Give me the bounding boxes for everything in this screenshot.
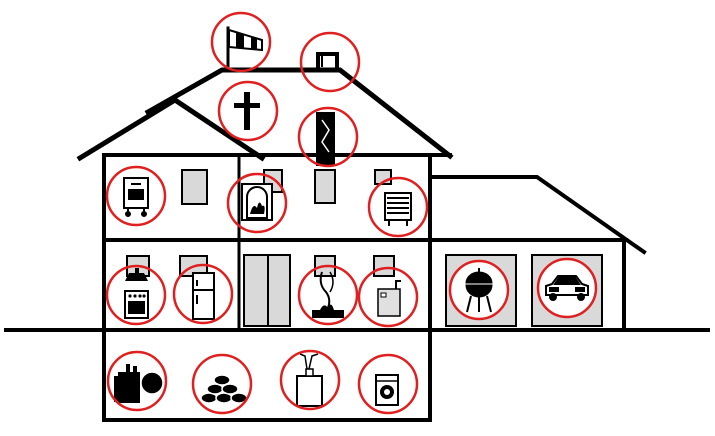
marker-circle — [105, 165, 167, 227]
hotspot-washing-machine[interactable] — [357, 353, 419, 415]
hotspot-firewood[interactable] — [191, 353, 253, 415]
marker-circle — [357, 353, 419, 415]
window — [181, 169, 208, 205]
wall-boiler-icon — [123, 177, 149, 217]
hotspot-furnace[interactable] — [279, 349, 341, 411]
marker-circle — [217, 80, 279, 142]
window — [373, 255, 395, 277]
fireplace-icon — [241, 183, 273, 221]
marker-circle — [279, 349, 341, 411]
hotspot-chimney-top[interactable] — [299, 31, 361, 93]
marker-circle — [210, 11, 272, 73]
marker-circle — [105, 264, 167, 326]
car-icon — [545, 275, 589, 301]
marker-circle — [106, 350, 168, 412]
hotspot-wall-boiler[interactable] — [105, 165, 167, 227]
marker-circle — [226, 172, 288, 234]
firewood-icon — [200, 374, 248, 404]
hotspot-radiator[interactable] — [367, 176, 429, 238]
patio-door-right — [267, 254, 291, 327]
hotspot-fireplace[interactable] — [226, 172, 288, 234]
wood-stove-flue-icon — [312, 271, 344, 318]
hotspot-windsock[interactable] — [210, 11, 272, 73]
marker-circle — [297, 264, 359, 326]
stove-hood-icon — [124, 268, 149, 319]
refrigerator-icon — [192, 272, 215, 320]
chimney — [316, 52, 339, 72]
marker-circle — [299, 31, 361, 93]
hotspot-cross[interactable] — [217, 80, 279, 142]
marker-circle — [448, 259, 510, 321]
marker-circle — [357, 266, 419, 328]
barbecue-grill-icon — [465, 268, 493, 313]
hotspot-barbecue-grill[interactable] — [448, 259, 510, 321]
marker-circle — [297, 106, 359, 168]
marker-circle — [536, 257, 598, 319]
left-gable-roof — [76, 97, 266, 162]
radiator-icon — [384, 192, 412, 226]
hotspot-fuel-tank[interactable] — [106, 350, 168, 412]
patio-door-left — [243, 254, 269, 327]
marker-circle — [172, 263, 234, 325]
window — [314, 169, 336, 204]
furnace-icon — [296, 353, 323, 407]
hotspot-wood-stove-flue[interactable] — [297, 264, 359, 326]
windsock-icon — [228, 28, 263, 52]
hotspot-car[interactable] — [536, 257, 598, 319]
hotspot-chimney-flue[interactable] — [297, 106, 359, 168]
house-structure — [4, 26, 710, 422]
hotspot-stove-hood[interactable] — [105, 264, 167, 326]
garage-roof — [430, 175, 647, 255]
washing-machine-icon — [375, 374, 399, 406]
hotspot-water-heater[interactable] — [357, 266, 419, 328]
main-roof — [144, 67, 454, 160]
fuel-tank-icon — [114, 364, 164, 403]
cross-icon — [234, 92, 260, 130]
marker-circle — [191, 353, 253, 415]
water-heater-icon — [377, 280, 401, 317]
chimney-flue-icon — [316, 112, 335, 166]
marker-circle — [367, 176, 429, 238]
hotspot-refrigerator[interactable] — [172, 263, 234, 325]
